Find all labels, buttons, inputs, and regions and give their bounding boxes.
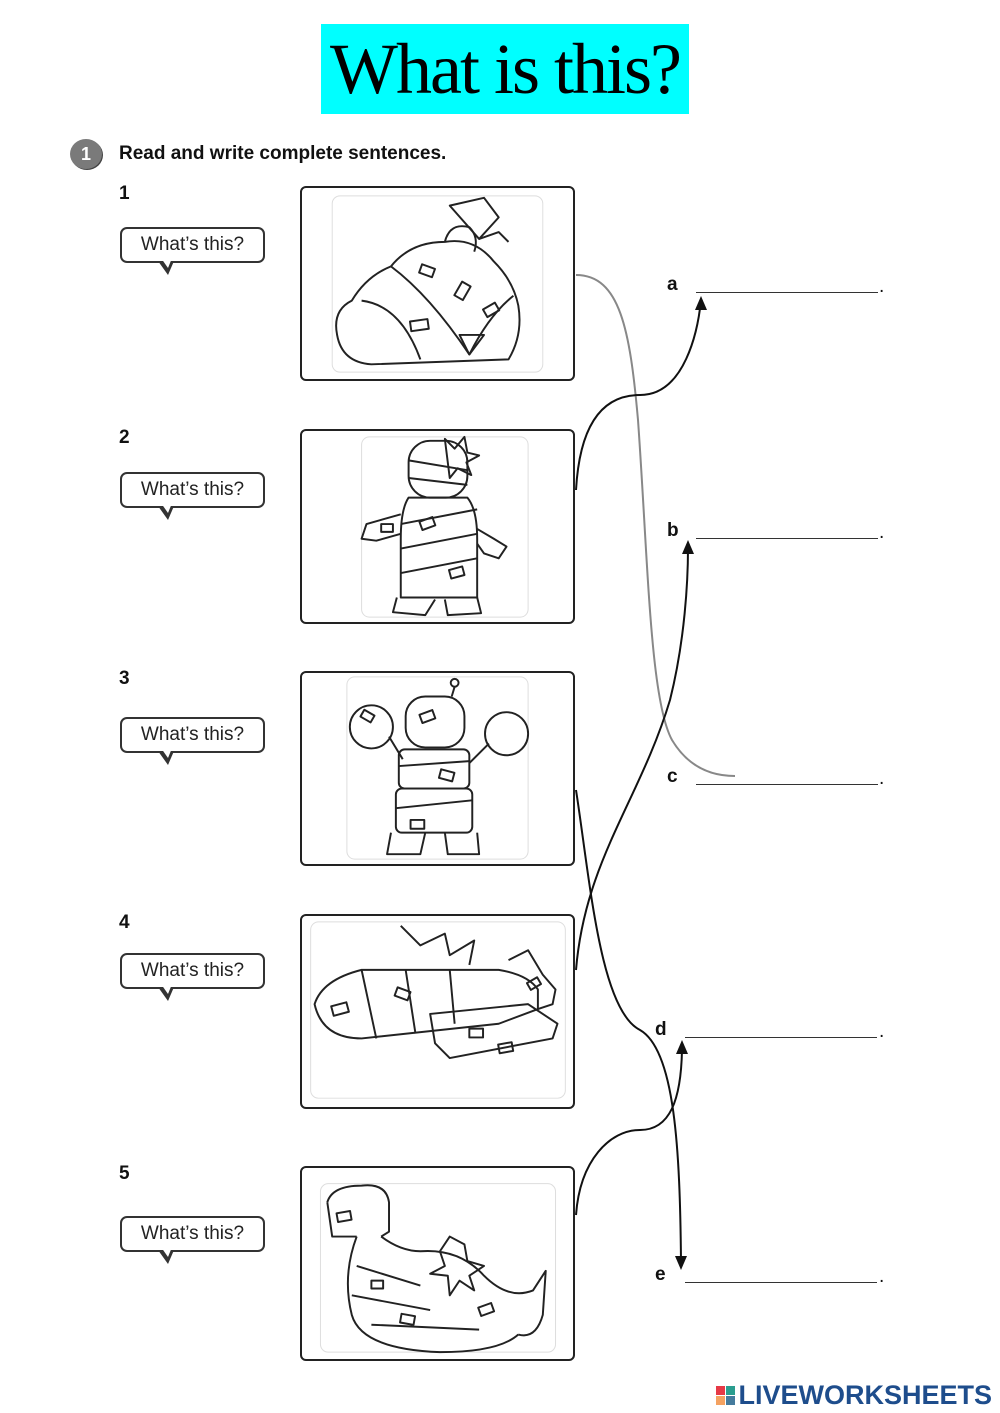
answer-period-c: . bbox=[879, 768, 885, 789]
bubble-tail bbox=[158, 1247, 174, 1264]
answer-letter-b: b bbox=[667, 520, 679, 541]
brand-name: LIVEWORKSHEETS bbox=[738, 1380, 992, 1410]
answer-input-d[interactable] bbox=[685, 1021, 877, 1038]
answer-period-d: . bbox=[879, 1021, 885, 1042]
connector-5-to-d bbox=[575, 1049, 683, 1216]
bubble-tail bbox=[158, 503, 174, 520]
item-number-5: 5 bbox=[119, 1163, 130, 1184]
connector-4-to-b bbox=[575, 547, 689, 971]
connector-2-to-a bbox=[575, 299, 702, 491]
speech-bubble-5: What’s this? bbox=[120, 1216, 265, 1264]
liveworksheets-logo-icon bbox=[716, 1386, 736, 1405]
speech-bubble-2: What’s this? bbox=[120, 472, 265, 520]
picture-5 bbox=[300, 1166, 575, 1361]
wrapped-robot-icon bbox=[346, 676, 530, 860]
question-text: What’s this? bbox=[140, 1223, 245, 1244]
question-text: What’s this? bbox=[140, 234, 245, 255]
arrow-d bbox=[676, 1040, 688, 1054]
page-title: What is this? bbox=[330, 29, 682, 109]
question-text: What’s this? bbox=[140, 724, 245, 745]
picture-1 bbox=[300, 186, 575, 381]
answer-input-b[interactable] bbox=[696, 522, 878, 539]
wrapped-dinosaur-icon bbox=[319, 1183, 557, 1354]
answer-letter-d: d bbox=[655, 1019, 667, 1040]
liveworksheets-brand: LIVEWORKSHEETS bbox=[716, 1380, 992, 1411]
arrow-a bbox=[695, 296, 707, 310]
exercise-number-badge: 1 bbox=[70, 139, 102, 169]
wrapped-teddy-bear-icon bbox=[360, 435, 529, 618]
answer-period-a: . bbox=[879, 276, 885, 297]
bubble-tail bbox=[158, 984, 174, 1001]
speech-bubble-4: What’s this? bbox=[120, 953, 265, 1001]
bubble-tail bbox=[158, 258, 174, 275]
question-text: What’s this? bbox=[140, 960, 245, 981]
picture-2 bbox=[300, 429, 575, 624]
exercise-instruction: Read and write complete sentences. bbox=[119, 143, 447, 164]
answer-input-c[interactable] bbox=[696, 768, 878, 785]
picture-4 bbox=[300, 914, 575, 1109]
arrow-b bbox=[682, 540, 694, 554]
item-number-3: 3 bbox=[119, 668, 130, 689]
item-number-2: 2 bbox=[119, 427, 130, 448]
logo-square bbox=[726, 1396, 736, 1405]
answer-input-a[interactable] bbox=[696, 276, 878, 293]
answer-letter-a: a bbox=[667, 274, 678, 295]
answer-period-e: . bbox=[879, 1266, 885, 1287]
speech-bubble-3: What’s this? bbox=[120, 717, 265, 765]
wrapped-plane-icon bbox=[310, 921, 566, 1099]
item-number-4: 4 bbox=[119, 912, 130, 933]
question-text: What’s this? bbox=[140, 479, 245, 500]
answer-letter-c: c bbox=[667, 766, 678, 787]
wrapped-car-icon bbox=[331, 195, 544, 373]
title-highlight: What is this? bbox=[321, 24, 689, 114]
answer-letter-e: e bbox=[655, 1264, 666, 1285]
logo-square bbox=[716, 1396, 726, 1405]
item-number-1: 1 bbox=[119, 183, 130, 204]
logo-square bbox=[726, 1386, 736, 1395]
picture-3 bbox=[300, 671, 575, 866]
answer-input-e[interactable] bbox=[685, 1266, 877, 1283]
speech-bubble-1: What’s this? bbox=[120, 227, 265, 275]
bubble-tail bbox=[158, 748, 174, 765]
answer-period-b: . bbox=[879, 522, 885, 543]
logo-square bbox=[716, 1386, 726, 1395]
